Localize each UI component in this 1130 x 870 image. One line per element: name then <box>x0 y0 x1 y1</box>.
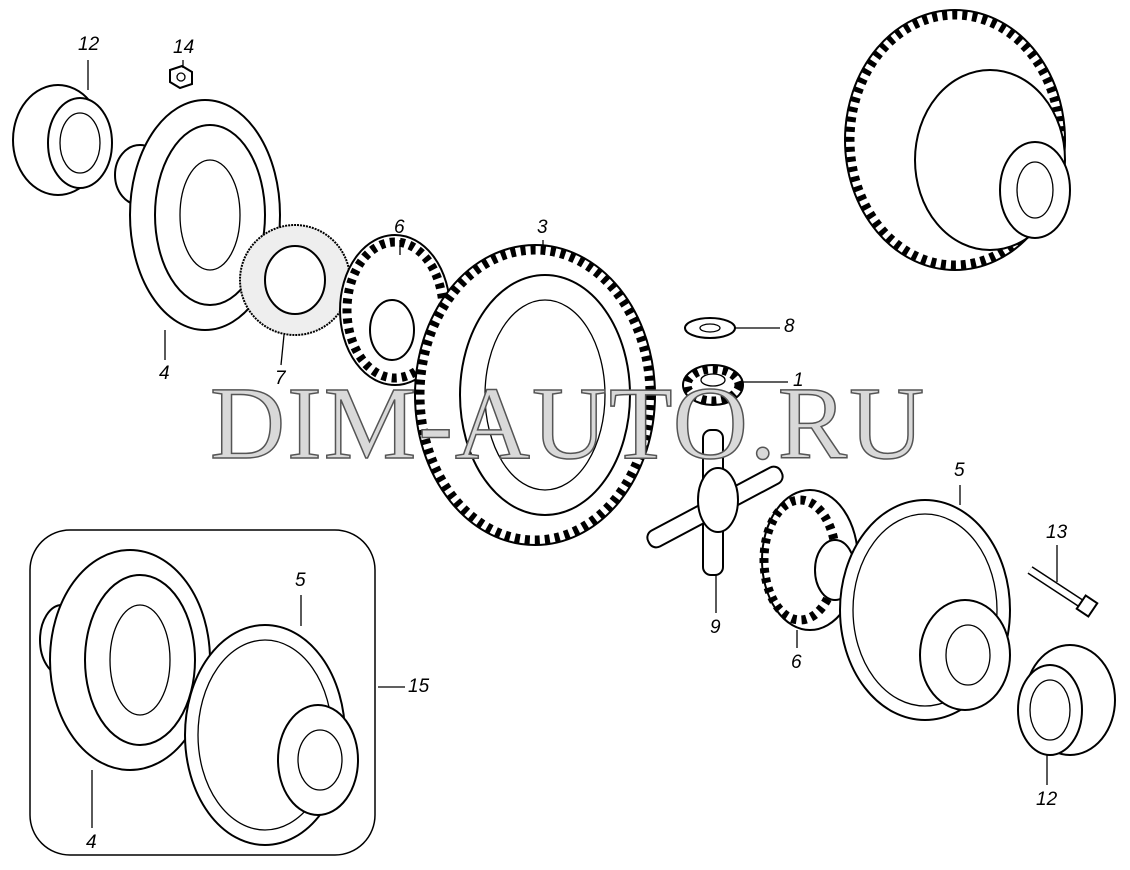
callout-4-kit: 4 <box>86 832 97 853</box>
bearing-12-top <box>12 84 113 196</box>
assembled-differential <box>844 9 1071 271</box>
case-half-5-right <box>839 499 1011 721</box>
callout-3: 3 <box>537 217 548 238</box>
callout-1: 1 <box>793 370 804 391</box>
callout-13: 13 <box>1046 522 1068 543</box>
callout-9: 9 <box>710 617 721 638</box>
thrust-washer-7 <box>239 224 351 336</box>
pinion-gear-1 <box>682 364 744 406</box>
kit-case-half-4 <box>39 549 211 771</box>
nut-14 <box>169 64 193 90</box>
ring-gear-3 <box>414 244 656 546</box>
bolt-13 <box>1027 566 1099 618</box>
washer-8-hole <box>699 323 721 333</box>
callout-15: 15 <box>408 676 430 697</box>
callout-5: 5 <box>954 460 965 481</box>
callout-14: 14 <box>173 37 195 58</box>
bearing-12-bottom <box>1017 644 1116 756</box>
callout-6-bottom: 6 <box>791 652 802 673</box>
callout-4: 4 <box>159 363 170 384</box>
callout-6: 6 <box>394 217 405 238</box>
washer-8 <box>684 317 736 339</box>
callout-5-kit: 5 <box>295 570 306 591</box>
spider-9 <box>646 429 784 576</box>
callout-8: 8 <box>784 316 795 337</box>
leader-lines <box>87 60 1058 828</box>
callout-12: 12 <box>78 34 100 55</box>
callout-7: 7 <box>275 368 286 389</box>
callout-12-bottom: 12 <box>1036 789 1058 810</box>
watermark: DIM-AUTO.RU <box>209 366 927 481</box>
kit-case-half-5 <box>184 624 359 846</box>
kit-15-frame <box>29 529 376 856</box>
